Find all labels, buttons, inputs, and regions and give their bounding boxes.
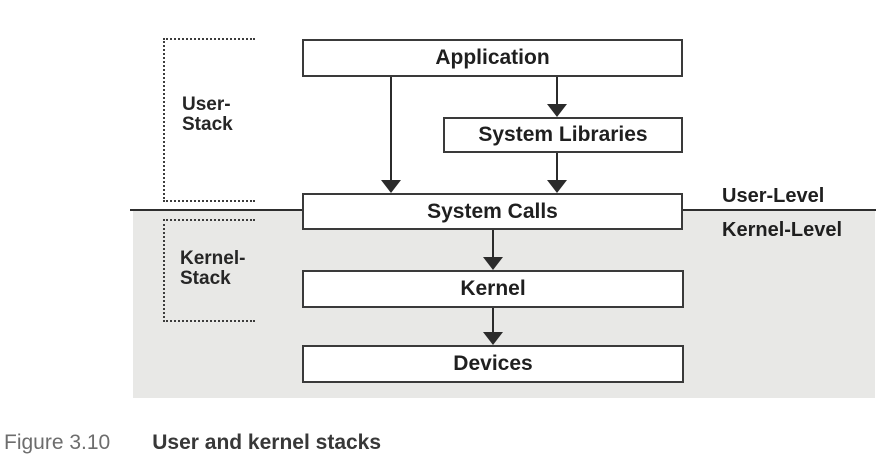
arrow-shaft — [556, 77, 558, 104]
box-system-calls: System Calls — [302, 193, 683, 230]
arrowhead-icon — [547, 104, 567, 117]
figure-caption-title: User and kernel stacks — [152, 431, 382, 454]
arrowhead-icon — [381, 180, 401, 193]
user-level-label: User-Level — [722, 185, 825, 207]
box-devices: Devices — [302, 345, 684, 383]
box-system-libraries: System Libraries — [443, 117, 683, 153]
kernel-level-label: Kernel-Level — [722, 219, 843, 241]
figure-caption: Figure 3.10 User and kernel stacks — [4, 431, 381, 455]
arrow-shaft — [492, 308, 494, 332]
user-stack-label-line2: Stack — [182, 114, 233, 135]
user-stack-label: User- Stack — [182, 95, 233, 135]
user-stack-bracket — [163, 38, 255, 202]
figure-caption-number: Figure 3.10 — [4, 431, 111, 454]
kernel-stack-bracket — [163, 219, 255, 322]
arrowhead-icon — [483, 257, 503, 270]
arrow-shaft — [492, 230, 494, 257]
box-system-libraries-label: System Libraries — [478, 123, 648, 146]
box-kernel: Kernel — [302, 270, 684, 308]
kernel-stack-label-line2: Stack — [180, 268, 231, 289]
user-stack-label-line1: User- — [182, 94, 231, 115]
kernel-stack-label: Kernel- Stack — [180, 249, 245, 289]
box-application: Application — [302, 39, 683, 77]
box-system-calls-label: System Calls — [427, 199, 558, 223]
arrowhead-icon — [483, 332, 503, 345]
box-application-label: Application — [435, 46, 550, 69]
arrowhead-icon — [547, 180, 567, 193]
arrow-shaft — [556, 153, 558, 180]
arrow-shaft — [390, 77, 392, 180]
box-devices-label: Devices — [453, 352, 533, 375]
box-kernel-label: Kernel — [460, 277, 526, 300]
kernel-stack-label-line1: Kernel- — [180, 248, 246, 269]
